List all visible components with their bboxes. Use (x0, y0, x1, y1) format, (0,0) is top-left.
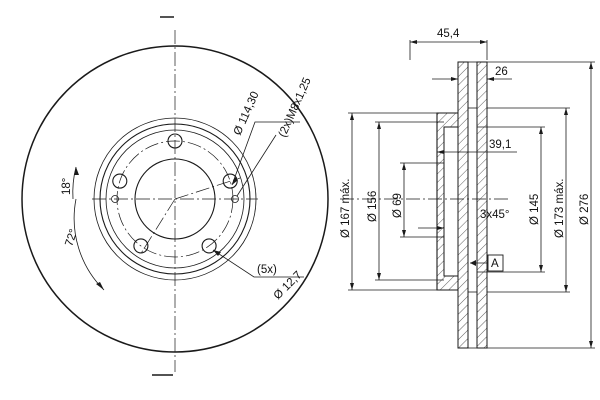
dim-167: Ø 167 máx. (340, 179, 352, 238)
angle-72-label: 72° (63, 228, 80, 248)
dim-69: Ø 69 (392, 193, 404, 218)
section-view: 45,4 26 39,1 3x45° A Ø 1 (340, 28, 595, 349)
dim-276: Ø 276 (579, 194, 591, 225)
dim-156: Ø 156 (367, 191, 379, 222)
hat-section (436, 112, 459, 291)
dim-145: Ø 145 (529, 194, 541, 225)
dim-45-4: 45,4 (437, 28, 460, 40)
bolt-holes-count-label: (5x) (257, 264, 277, 276)
threaded-holes-label: (2x)M8x1,25 (277, 76, 314, 139)
dim-173: Ø 173 máx. (554, 179, 566, 238)
bolt-hole (133, 238, 149, 254)
bolt-hole (222, 173, 238, 189)
bolt-radial-line (174, 177, 241, 200)
thread-leader (236, 134, 277, 197)
angle-72-arc (73, 198, 105, 291)
dim-26: 26 (495, 66, 508, 78)
bolt-circle-label: Ø 114,30 (232, 90, 262, 137)
outer-friction-plate (457, 61, 469, 349)
bolt-hole (112, 173, 128, 189)
bolt-hole (201, 238, 217, 254)
dim-39-1: 39,1 (489, 139, 511, 151)
datum-label: A (491, 258, 499, 270)
angle-18-label: 18° (61, 178, 73, 195)
angle-18-arc (72, 166, 77, 200)
inner-friction-plate (476, 61, 488, 349)
bolt-circle-leader (231, 121, 300, 186)
bolt-hole-leader (212, 249, 304, 278)
datum-box (487, 254, 504, 272)
bolt-radial-line (139, 198, 176, 256)
front-view: Ø 114,30 (2x)M8x1,25 (5x) Ø 12,7 18° 72° (21, 16, 329, 376)
chamfer-label: 3x45° (480, 209, 510, 221)
